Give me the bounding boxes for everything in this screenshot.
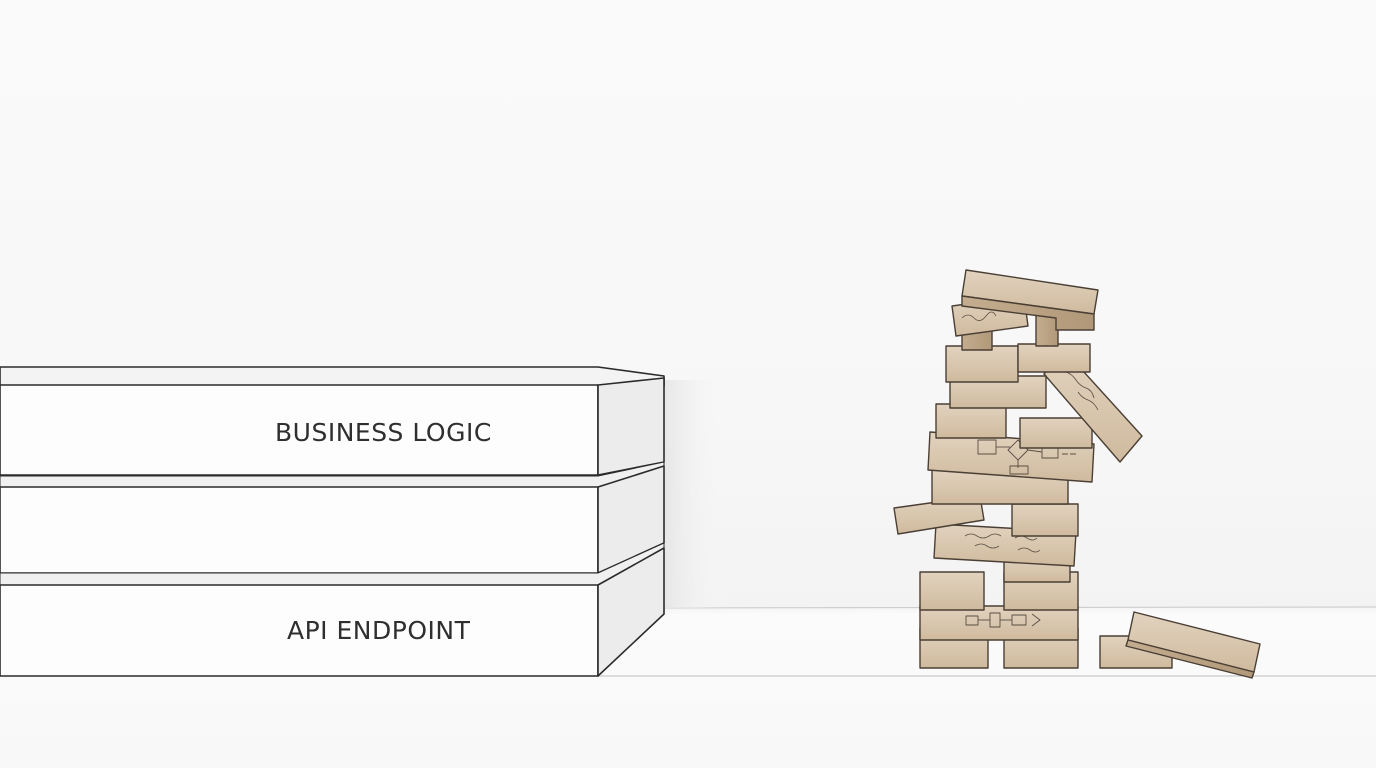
layer-slab-api-endpoint — [0, 547, 665, 677]
layer-slab-business-logic — [0, 366, 665, 476]
layer-label-api-endpoint: API ENDPOINT — [287, 616, 471, 645]
layer-stack — [0, 366, 665, 677]
layer-slab-middle — [0, 465, 665, 574]
stack-shadow — [664, 380, 724, 608]
fallen-wooden-block-icon — [1099, 611, 1261, 679]
layer-label-business-logic: BUSINESS LOGIC — [275, 418, 492, 447]
wooden-block-tower-icon — [893, 269, 1143, 669]
